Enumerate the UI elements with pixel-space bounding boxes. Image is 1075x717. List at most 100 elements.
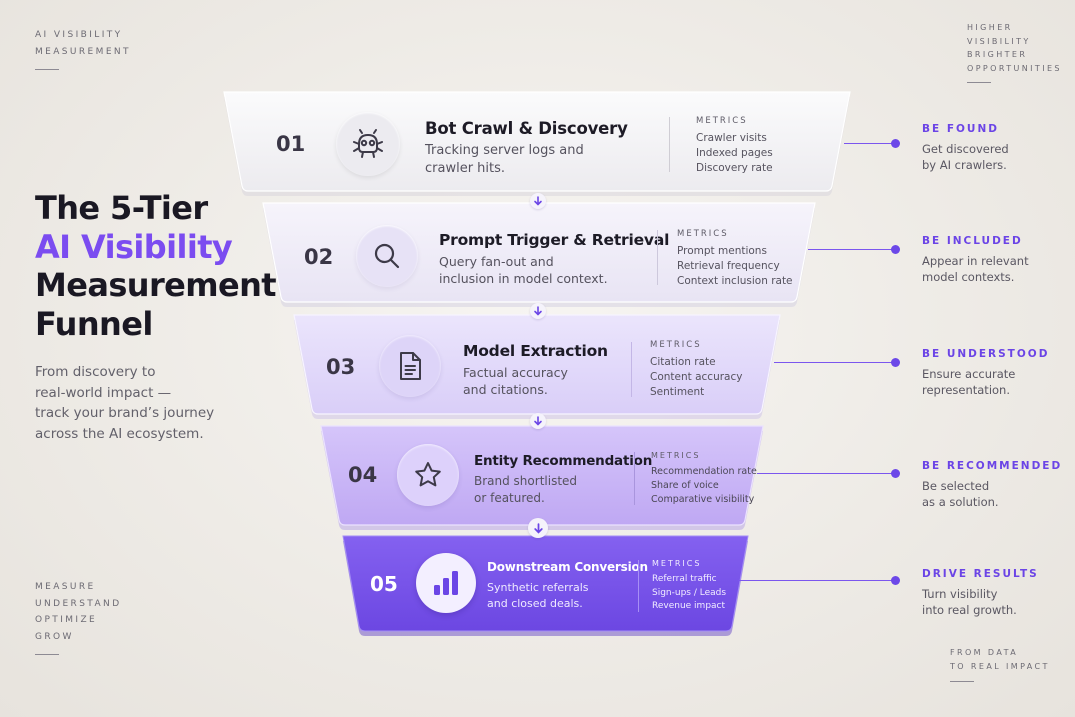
metric-item: Sentiment — [650, 386, 705, 398]
title-line: Funnel — [35, 304, 153, 343]
connector-dot — [891, 576, 900, 585]
metric-item: Discovery rate — [696, 162, 773, 174]
corner-line: GROW — [35, 631, 74, 642]
desc-line: and closed deals. — [487, 596, 583, 610]
desc-line: Factual accuracy — [463, 365, 568, 380]
desc-line: crawler hits. — [425, 160, 506, 176]
outcome-line: Ensure accurate — [922, 367, 1016, 381]
metrics-divider — [631, 342, 632, 397]
connector-line — [844, 139, 900, 148]
outcome-title: DRIVE RESULTS — [922, 568, 1039, 580]
subtitle-line: From discovery to — [35, 364, 156, 380]
corner-label-top-left: AI VISIBILITY MEASUREMENT — [35, 27, 131, 70]
corner-label-bottom-left: MEASURE UNDERSTAND OPTIMIZE GROW — [35, 579, 122, 655]
corner-line: MEASUREMENT — [35, 46, 131, 57]
connector-line — [808, 245, 900, 254]
outcome-be-recommended: BE RECOMMENDED Be selected as a solution… — [922, 460, 1062, 510]
arrow-down-icon — [528, 518, 548, 538]
outcome-line: model contexts. — [922, 269, 1015, 284]
outcome-description: Be selected as a solution. — [922, 479, 1062, 510]
tier-description: Synthetic referrals and closed deals. — [487, 580, 589, 611]
corner-line: VISIBILITY — [967, 36, 1031, 46]
tier-title: Model Extraction — [463, 342, 608, 360]
subtitle-line: track your brand’s journey — [35, 405, 215, 421]
connector-line — [757, 469, 900, 478]
tier-number: 01 — [276, 132, 306, 156]
corner-rule — [35, 654, 59, 655]
metrics-list: Crawler visits Indexed pages Discovery r… — [696, 131, 773, 176]
document-icon — [379, 335, 441, 397]
corner-line: BRIGHTER — [967, 50, 1028, 59]
tier-number: 03 — [326, 355, 356, 379]
metric-item: Context inclusion rate — [677, 275, 793, 287]
outcome-title: BE RECOMMENDED — [922, 460, 1063, 472]
outcome-line: by AI crawlers. — [922, 157, 1007, 172]
corner-label-bottom-right: FROM DATA TO REAL IMPACT — [950, 646, 1050, 682]
metric-item: Retrieval frequency — [677, 260, 780, 272]
tier-number: 05 — [370, 572, 398, 596]
tier-description: Brand shortlisted or featured. — [474, 473, 577, 506]
metrics-divider — [657, 230, 658, 285]
connector-dot — [891, 469, 900, 478]
tier-title: Downstream Conversion — [487, 560, 648, 574]
corner-line: MEASURE — [35, 582, 96, 592]
outcome-drive-results: DRIVE RESULTS Turn visibility into real … — [922, 568, 1039, 618]
subtitle-line: real-world impact — — [35, 384, 172, 401]
metrics-list: Recommendation rate Share of voice Compa… — [651, 465, 757, 507]
tier-number: 02 — [304, 245, 334, 269]
outcome-line: Be selected — [922, 479, 990, 493]
star-icon — [397, 444, 459, 506]
arrow-down-icon — [530, 193, 546, 209]
metrics-divider — [634, 452, 635, 505]
metrics-heading: METRICS — [651, 451, 701, 460]
corner-rule — [950, 681, 974, 682]
connector-line — [774, 358, 900, 367]
outcome-line: Get discovered — [922, 142, 1009, 156]
connector-dot — [891, 358, 900, 367]
arrow-down-icon — [530, 413, 546, 429]
corner-rule — [967, 82, 991, 83]
search-icon — [356, 225, 418, 287]
metrics-list: Referral traffic Sign-ups / Leads Revenu… — [652, 573, 726, 614]
title-line: The 5-Tier — [35, 189, 208, 227]
title-line: Measurement — [35, 266, 277, 304]
tier-description: Tracking server logs and crawler hits. — [425, 142, 584, 177]
metric-item: Crawler visits — [696, 132, 767, 144]
outcome-line: as a solution. — [922, 494, 999, 509]
corner-line: OPPORTUNITIES — [967, 63, 1062, 73]
metric-item: Comparative visibility — [651, 494, 755, 505]
outcome-line: into real growth. — [922, 602, 1017, 617]
outcome-description: Ensure accurate representation. — [922, 367, 1049, 398]
desc-line: Query fan-out and — [439, 254, 554, 269]
corner-rule — [35, 69, 59, 70]
outcome-be-included: BE INCLUDED Appear in relevant model con… — [922, 235, 1029, 285]
outcome-be-understood: BE UNDERSTOOD Ensure accurate representa… — [922, 348, 1049, 398]
metrics-heading: METRICS — [677, 229, 729, 239]
metrics-list: Citation rate Content accuracy Sentiment — [650, 355, 742, 400]
tier-title: Prompt Trigger & Retrieval — [439, 231, 670, 249]
outcome-line: representation. — [922, 382, 1010, 397]
desc-line: and citations. — [463, 382, 548, 397]
connector-line — [738, 576, 900, 585]
metrics-heading: METRICS — [696, 116, 748, 126]
metric-item: Revenue impact — [652, 601, 726, 611]
title-line-accent: AI Visibility — [35, 227, 233, 266]
connector-dot — [891, 139, 900, 148]
corner-line: TO REAL IMPACT — [950, 662, 1050, 671]
desc-line: Tracking server logs and — [425, 143, 584, 158]
outcome-be-found: BE FOUND Get discovered by AI crawlers. — [922, 123, 1009, 173]
desc-line: Brand shortlisted — [474, 474, 578, 488]
corner-line: UNDERSTAND — [35, 598, 122, 609]
metric-item: Referral traffic — [652, 574, 717, 584]
metric-item: Indexed pages — [696, 147, 773, 159]
connector-dot — [891, 245, 900, 254]
desc-line: inclusion in model context. — [439, 271, 608, 286]
tier-description: Factual accuracy and citations. — [463, 364, 568, 398]
metric-item: Recommendation rate — [651, 466, 757, 477]
corner-label-top-right: HIGHER VISIBILITY BRIGHTER OPPORTUNITIES — [967, 21, 1062, 83]
funnel-tier-5: 05 Downstream Conversion Synthetic refer… — [341, 535, 750, 636]
metric-item: Content accuracy — [650, 371, 743, 383]
corner-line: FROM DATA — [950, 648, 1019, 657]
bar-chart-icon — [416, 553, 476, 613]
metric-item: Sign-ups / Leads — [652, 587, 727, 598]
